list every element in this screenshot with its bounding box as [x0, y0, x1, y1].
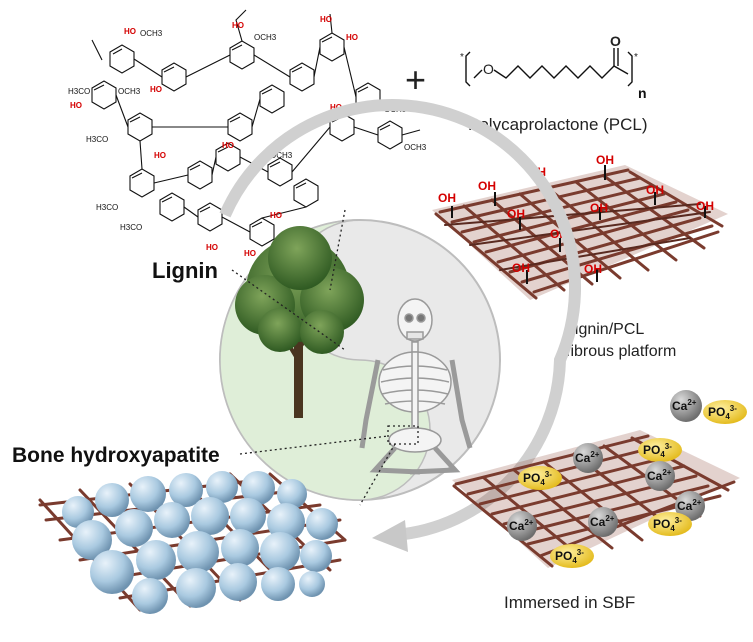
- chem-ho: HO: [70, 101, 82, 110]
- chem-ho: HO: [150, 85, 162, 94]
- ion-ca: Ca2+: [645, 461, 675, 491]
- hydroxyl-groups: OH OH OH OH OH OH OH OH OH OH OH: [438, 153, 714, 284]
- ion-ca: Ca2+: [573, 443, 603, 473]
- chem-ho: HO: [320, 15, 332, 24]
- svg-text:OH: OH: [478, 179, 496, 193]
- ion-po4: PO43-: [518, 466, 562, 490]
- ion-ca: Ca2+: [675, 491, 705, 521]
- ion-po4: PO43-: [648, 512, 692, 536]
- ring: [187, 160, 213, 190]
- plus-sign: +: [405, 59, 426, 100]
- ring: [293, 178, 319, 208]
- chem-och3: OCH3: [118, 87, 141, 96]
- chem-och3: H3CO: [86, 135, 108, 144]
- hydroxyl-group: OH: [507, 207, 525, 230]
- ring: [91, 80, 117, 110]
- tree-illustration: [235, 226, 364, 418]
- svg-text:Ca2+: Ca2+: [672, 398, 697, 413]
- platform-label-line2: fibrous platform: [566, 343, 676, 360]
- ring: [215, 142, 241, 172]
- svg-text:Ca2+: Ca2+: [590, 514, 615, 529]
- dotted-leaders: [231, 209, 419, 506]
- chem-och3: OCH3: [270, 151, 293, 160]
- ion-ca: Ca2+: [507, 511, 537, 541]
- svg-text:OH: OH: [596, 153, 614, 167]
- chem-och3: OCH3: [254, 33, 277, 42]
- ring: [197, 202, 223, 232]
- platform-label-line1: Lignin/PCL: [566, 321, 644, 338]
- svg-text:OH: OH: [438, 191, 456, 205]
- chem-ho: HO: [244, 249, 256, 258]
- lignin-labels: HO OCH3 HO OCH3 HO HO H3CO OCH3 HO HO H3…: [68, 15, 427, 258]
- svg-text:Ca2+: Ca2+: [575, 450, 600, 465]
- lignin-structure: [91, 9, 421, 247]
- svg-text:PO43-: PO43-: [643, 442, 672, 459]
- svg-text:OH: OH: [696, 199, 714, 213]
- svg-text:Ca2+: Ca2+: [647, 468, 672, 483]
- ion-po4: PO43-: [638, 438, 682, 462]
- svg-text:OH: OH: [590, 201, 608, 215]
- svg-text:OH: OH: [584, 262, 602, 276]
- cycle-arrow-head: [372, 520, 408, 552]
- skeleton-illustration: [359, 298, 473, 475]
- ring: [267, 157, 293, 187]
- ion-po4: PO43-: [550, 544, 594, 568]
- pcl-star-right: *: [634, 52, 638, 63]
- svg-text:PO43-: PO43-: [555, 548, 584, 565]
- chem-och3: OCH3: [140, 29, 163, 38]
- ion-po4: PO43-: [703, 400, 747, 424]
- chem-ho: HO: [330, 103, 342, 112]
- ring: [109, 44, 135, 74]
- ring: [127, 112, 153, 142]
- hydroxyl-group: OH: [646, 183, 664, 205]
- svg-text:OH: OH: [507, 207, 525, 221]
- pcl-carbonyl-oxygen: O: [610, 33, 621, 49]
- ring: [227, 112, 253, 142]
- pcl-star-left: *: [460, 52, 464, 63]
- ion-ca: Ca2+: [670, 390, 702, 422]
- chem-ho: HO: [124, 27, 136, 36]
- svg-text:OH: OH: [646, 183, 664, 197]
- ring: [259, 84, 285, 114]
- chem-och3: H3CO: [120, 223, 142, 232]
- ring: [161, 62, 187, 92]
- chem-ho: HO: [232, 21, 244, 30]
- bone-label: Bone hydroxyapatite: [12, 444, 220, 467]
- chem-ho: HO: [206, 243, 218, 252]
- chem-ho: HO: [270, 211, 282, 220]
- ion-ca: Ca2+: [588, 507, 618, 537]
- hydroxyl-group: OH: [438, 191, 456, 218]
- pcl-label: Polycaprolactone (PCL): [468, 115, 648, 134]
- hydroxyl-group: OH: [512, 261, 530, 284]
- svg-text:Ca2+: Ca2+: [509, 518, 534, 533]
- svg-text:PO43-: PO43-: [653, 516, 682, 533]
- ring: [377, 120, 403, 150]
- chem-ho: HO: [346, 33, 358, 42]
- svg-text:PO43-: PO43-: [523, 470, 552, 487]
- hydroxyl-group: OH: [584, 262, 602, 282]
- svg-text:Ca2+: Ca2+: [677, 498, 702, 513]
- pcl-ring-oxygen: O: [483, 61, 494, 77]
- pcl-formula: [465, 48, 633, 87]
- hydroxyl-group: OH: [696, 199, 714, 218]
- lignin-label: Lignin: [152, 258, 218, 283]
- chem-och3: OCH3: [404, 143, 427, 152]
- hydroxyl-group: OH: [596, 153, 614, 180]
- cycle-arrow: [219, 98, 581, 541]
- sbf-label: Immersed in SBF: [504, 593, 635, 612]
- chem-och3: H3CO: [68, 87, 90, 96]
- hydroxyl-group: OH: [478, 179, 496, 206]
- svg-text:OH: OH: [512, 261, 530, 275]
- svg-text:PO43-: PO43-: [708, 404, 737, 421]
- pcl-n-subscript: n: [638, 85, 647, 101]
- ring: [159, 192, 185, 222]
- chem-ho: HO: [222, 141, 234, 150]
- ring: [289, 62, 315, 92]
- chem-och3: H3CO: [96, 203, 118, 212]
- chem-ho: HO: [154, 151, 166, 160]
- hydroxyapatite-spheres: [62, 471, 338, 614]
- hydroxyl-group: OH: [590, 201, 608, 220]
